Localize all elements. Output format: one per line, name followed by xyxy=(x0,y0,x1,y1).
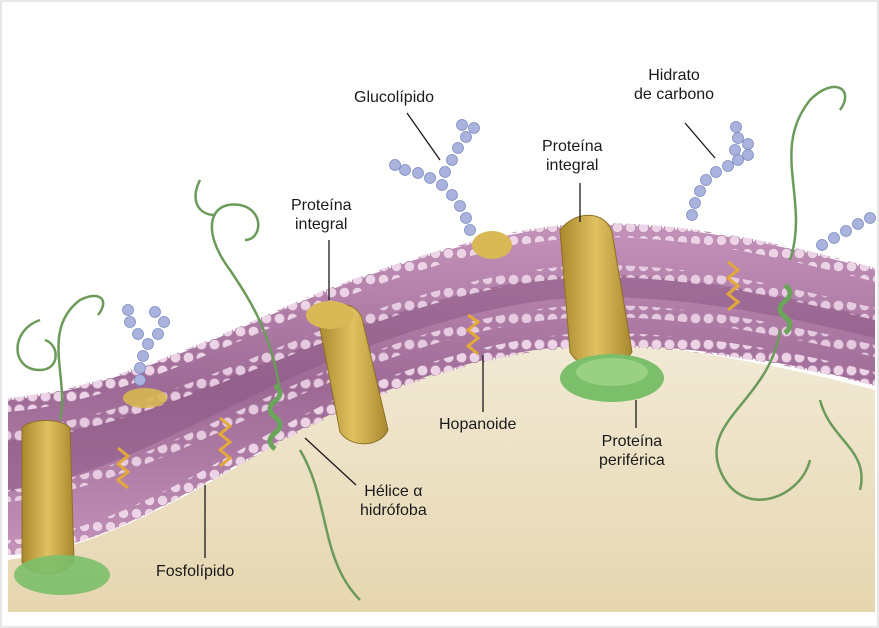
label-helice-hidrofoba: Hélice α hidrófoba xyxy=(360,482,427,520)
label-proteina-periferica: Proteína periférica xyxy=(599,432,665,470)
label-hidrato-carbono: Hidrato de carbono xyxy=(634,66,714,104)
glycolipid-anchor-protein xyxy=(472,231,512,259)
label-proteina-integral-left: Proteína integral xyxy=(291,196,351,234)
label-helice-line2: hidrófoba xyxy=(360,501,427,520)
label-fosfolipido-text: Fosfolípido xyxy=(156,562,234,581)
label-glucolipido: Glucolípido xyxy=(354,88,434,107)
peripheral-protein-highlight xyxy=(576,358,648,386)
label-glucolipido-text: Glucolípido xyxy=(354,88,434,107)
label-proteina-integral-left-line1: Proteína xyxy=(291,196,351,215)
peripheral-protein-left xyxy=(14,555,110,595)
label-proteina-integral-right-line1: Proteína xyxy=(542,137,602,156)
label-proteina-integral-right-line2: integral xyxy=(542,156,602,175)
label-proteina-integral-left-line2: integral xyxy=(291,215,351,234)
label-hopanoide-text: Hopanoide xyxy=(439,415,516,434)
small-protein xyxy=(123,388,167,408)
label-hidrato-line2: de carbono xyxy=(634,85,714,104)
label-helice-line1: Hélice α xyxy=(360,482,427,501)
label-proteina-periferica-line2: periférica xyxy=(599,451,665,470)
label-proteina-periferica-line1: Proteína xyxy=(599,432,665,451)
label-hidrato-line1: Hidrato xyxy=(634,66,714,85)
integral-protein-left-edge xyxy=(22,421,74,574)
label-proteina-integral-right: Proteína integral xyxy=(542,137,602,175)
integral-protein-left-top xyxy=(306,301,354,329)
label-fosfolipido: Fosfolípido xyxy=(156,562,234,581)
label-hopanoide: Hopanoide xyxy=(439,415,516,434)
